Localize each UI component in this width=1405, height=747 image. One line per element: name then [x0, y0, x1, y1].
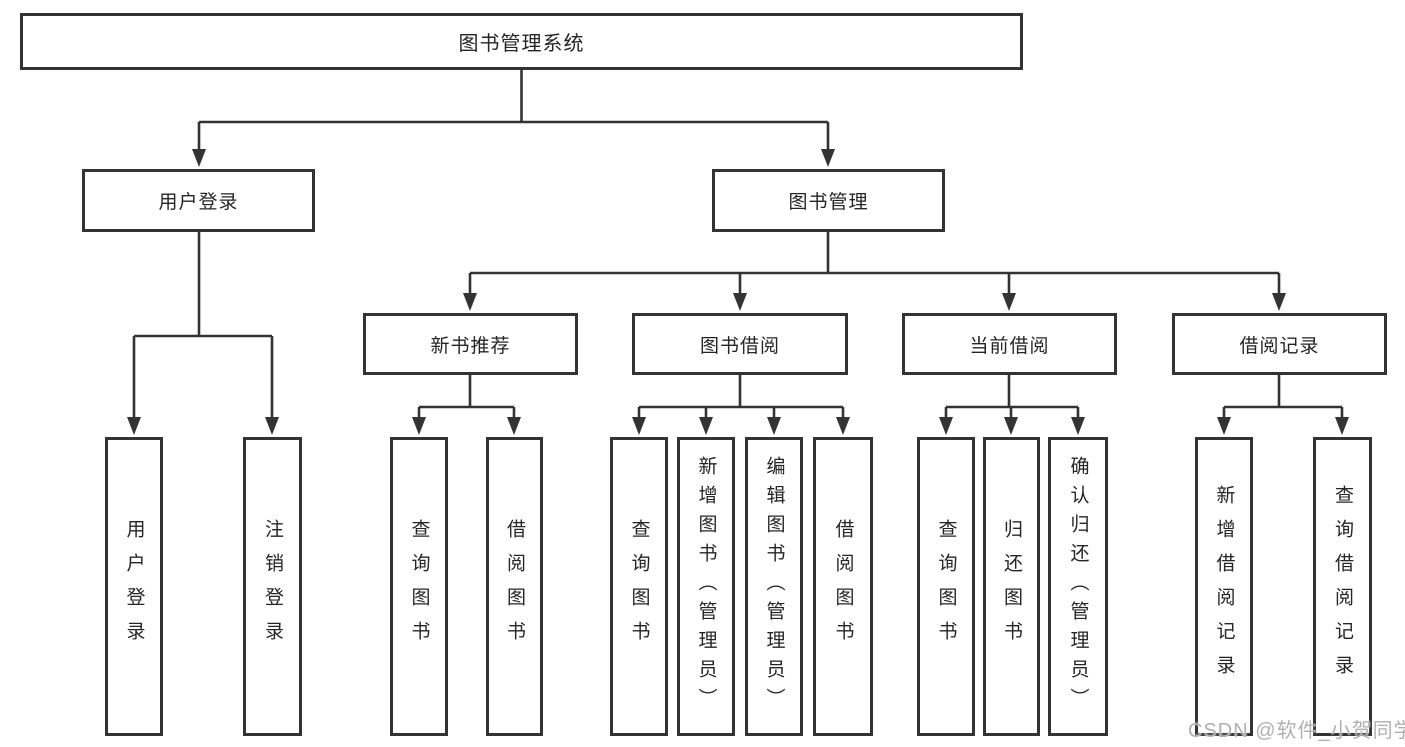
node-book-management: 图书管理	[712, 169, 945, 232]
leaf-bb-edit-book-admin: 编辑图书（管理员）	[745, 437, 803, 736]
leaf-br-add-record-label: 新增借阅记录	[1213, 484, 1235, 689]
node-borrow-records: 借阅记录	[1172, 313, 1387, 375]
leaf-logout-login-label: 注销登录	[262, 518, 283, 655]
leaf-br-query-record-label: 查询借阅记录	[1332, 484, 1353, 689]
leaf-nb-borrow-books: 借阅图书	[486, 437, 543, 736]
node-new-book-recommend: 新书推荐	[363, 313, 578, 375]
leaf-cb-query-books-label: 查询图书	[935, 518, 957, 655]
leaf-user-login: 用户登录	[105, 437, 163, 736]
leaf-br-add-record: 新增借阅记录	[1195, 437, 1253, 736]
csdn-watermark: CSDN @软件_小贺同学	[1188, 720, 1405, 742]
leaf-nb-query-books: 查询图书	[390, 437, 448, 736]
leaf-bb-edit-book-admin-label: 编辑图书（管理员）	[763, 456, 785, 717]
leaf-user-login-label: 用户登录	[123, 518, 145, 655]
leaf-cb-confirm-return-admin-label: 确认归还（管理员）	[1067, 456, 1089, 717]
leaf-bb-borrow-books: 借阅图书	[813, 437, 873, 736]
leaf-bb-add-book-admin: 新增图书（管理员）	[677, 437, 735, 736]
leaf-cb-query-books: 查询图书	[917, 437, 975, 736]
leaf-br-query-record: 查询借阅记录	[1313, 437, 1372, 736]
leaf-cb-return-books-label: 归还图书	[1001, 518, 1022, 655]
leaf-bb-add-book-admin-label: 新增图书（管理员）	[695, 456, 717, 717]
leaf-bb-query-books: 查询图书	[610, 437, 668, 736]
node-library-management-system: 图书管理系统	[20, 13, 1023, 70]
leaf-logout-login: 注销登录	[243, 437, 302, 736]
node-current-borrow: 当前借阅	[902, 313, 1117, 375]
leaf-bb-query-books-label: 查询图书	[628, 518, 650, 655]
leaf-bb-borrow-books-label: 借阅图书	[832, 518, 854, 655]
leaf-nb-query-books-label: 查询图书	[408, 518, 430, 655]
leaf-nb-borrow-books-label: 借阅图书	[504, 518, 525, 655]
node-book-borrow: 图书借阅	[632, 313, 848, 375]
leaf-cb-return-books: 归还图书	[983, 437, 1040, 736]
leaf-cb-confirm-return-admin: 确认归还（管理员）	[1048, 437, 1108, 736]
node-user-login: 用户登录	[82, 169, 315, 232]
